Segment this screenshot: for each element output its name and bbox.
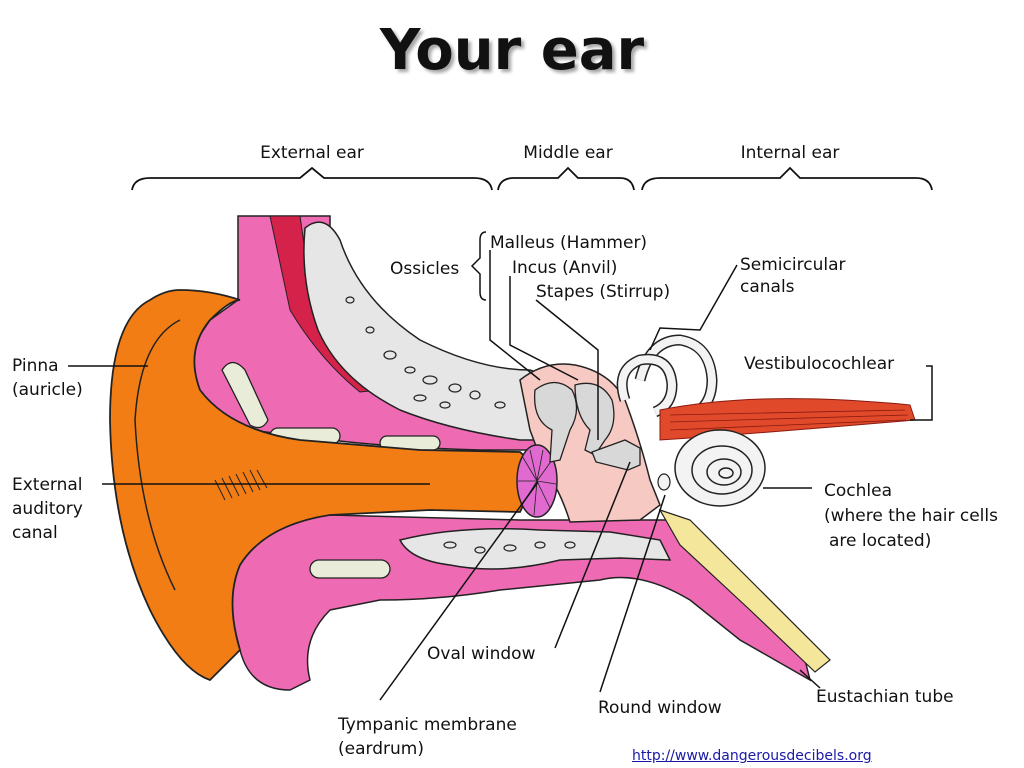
label-cochlea-1: Cochlea	[824, 481, 892, 501]
label-cochlea-2: (where the hair cells	[824, 506, 998, 526]
semicircular-canals	[616, 334, 718, 418]
label-eac-2: auditory	[12, 499, 83, 519]
label-eustachian-tube: Eustachian tube	[816, 687, 954, 707]
section-label-external: External ear	[260, 143, 364, 163]
vestibulocochlear-nerve	[659, 398, 916, 441]
label-cochlea-3: are located)	[829, 531, 931, 551]
stapes-bone	[591, 439, 641, 471]
label-eac-1: External	[12, 475, 83, 495]
eustachian-tube-shape	[658, 508, 831, 673]
section-label-middle: Middle ear	[523, 143, 612, 163]
label-eac-3: canal	[12, 523, 58, 543]
tympanic-membrane-lines	[518, 449, 557, 516]
incus-bone	[574, 382, 615, 456]
temporal-bone-lower	[398, 528, 672, 570]
label-semicircular-1: Semicircular	[740, 255, 845, 275]
nerve-fibers	[669, 409, 909, 431]
label-vestibulocochlear: Vestibulocochlear	[744, 354, 894, 374]
leader-lines	[68, 231, 933, 701]
label-incus: Incus (Anvil)	[512, 258, 617, 278]
label-pinna-1: Pinna	[12, 356, 59, 376]
label-malleus: Malleus (Hammer)	[490, 233, 647, 253]
source-link[interactable]: http://www.dangerousdecibels.org	[632, 748, 872, 764]
internal-ear-brace	[641, 166, 933, 191]
cartilage-ovals	[221, 361, 441, 579]
label-stapes: Stapes (Stirrup)	[536, 282, 670, 302]
label-ossicles: Ossicles	[390, 259, 459, 279]
pinna-fold	[134, 319, 181, 591]
page-title: Your ear	[379, 18, 645, 83]
round-window-shape	[657, 473, 671, 491]
external-ear-brace	[131, 166, 493, 191]
pinna-shape	[109, 289, 542, 682]
label-tympanic-1: Tympanic membrane	[337, 715, 517, 735]
label-tympanic-2: (eardrum)	[338, 739, 424, 759]
section-braces	[131, 166, 933, 191]
section-label-internal: Internal ear	[741, 143, 840, 163]
bone-pores	[345, 296, 576, 554]
label-round-window: Round window	[598, 698, 722, 718]
middle-ear-brace	[497, 166, 635, 191]
cochlea	[674, 429, 766, 507]
label-oval-window: Oval window	[427, 644, 536, 664]
label-pinna-2: (auricle)	[12, 380, 83, 400]
malleus-bone	[533, 381, 578, 463]
label-semicircular-2: canals	[740, 277, 795, 297]
